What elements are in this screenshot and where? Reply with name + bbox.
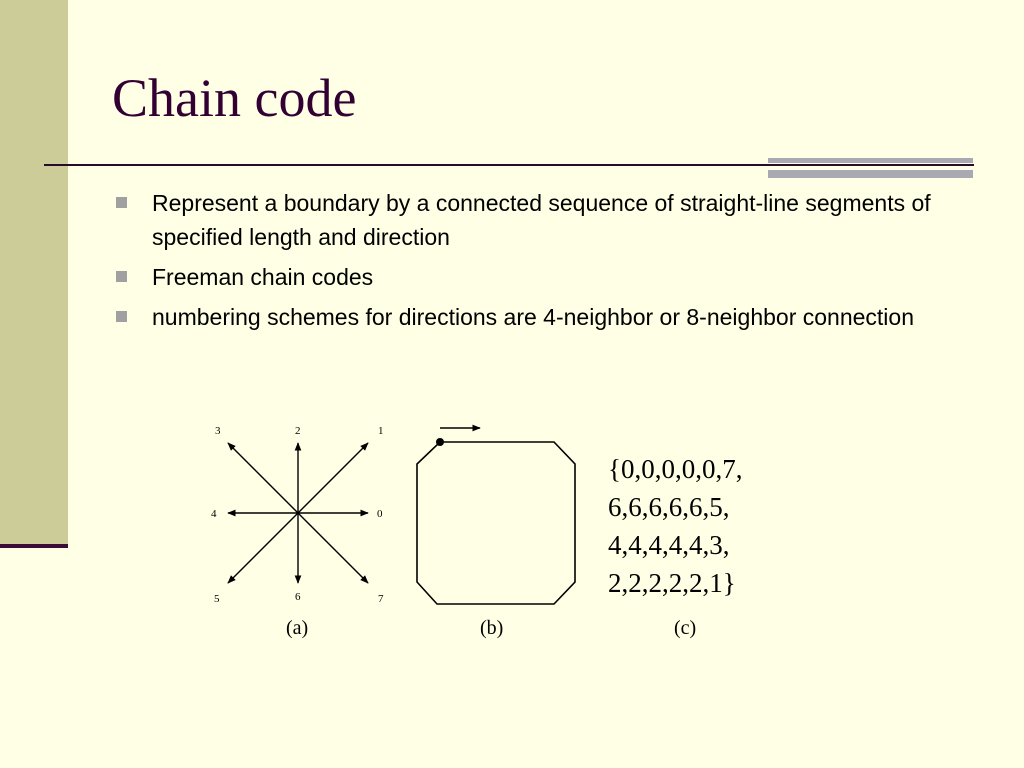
bullet-item: Freeman chain codes [114,260,964,294]
side-band [0,0,68,548]
boundary-diagram [416,424,576,605]
boundary-polygon [416,441,576,605]
slide-title: Chain code [112,68,357,128]
direction-label-3: 3 [215,425,221,437]
bullet-text: Represent a boundary by a connected sequ… [152,190,931,250]
bullet-text: numbering schemes for directions are 4-n… [152,304,914,330]
side-rule [0,544,68,548]
direction-arrow-5 [227,512,299,584]
direction-diagram [227,442,369,584]
bullet-square-icon [116,311,127,322]
bullet-square-icon [116,271,127,282]
bullet-text: Freeman chain codes [152,264,374,290]
caption-b: (b) [480,617,503,639]
title-accent-bar-bottom [768,170,973,178]
code-line: 2,2,2,2,2,1} [608,568,736,598]
direction-label-7: 7 [378,593,384,605]
title-rule [44,164,974,166]
chain-code-figure-svg: 0 1 2 3 4 5 6 7 (a) (b) {0,0,0,0,0,7, 6,… [211,424,742,639]
bullet-list: Represent a boundary by a connected sequ… [114,186,964,340]
direction-arrow-1 [297,442,369,514]
caption-a: (a) [286,617,308,639]
code-line: 6,6,6,6,6,5, [608,492,730,522]
direction-label-5: 5 [214,593,220,605]
chain-code-sequence: {0,0,0,0,0,7, 6,6,6,6,6,5, 4,4,4,4,4,3, … [608,454,742,598]
chain-code-figure: 0 1 2 3 4 5 6 7 (a) (b) {0,0,0,0,0,7, 6,… [200,418,800,650]
direction-label-4: 4 [211,508,217,520]
direction-label-6: 6 [295,591,301,603]
code-line: {0,0,0,0,0,7, [608,454,742,484]
title-accent-bar-top [768,158,973,163]
code-line: 4,4,4,4,4,3, [608,530,730,560]
bullet-item: Represent a boundary by a connected sequ… [114,186,964,254]
direction-label-1: 1 [378,425,384,437]
bullet-square-icon [116,197,127,208]
caption-c: (c) [674,617,696,639]
direction-arrow-3 [227,442,299,514]
start-point [436,438,444,446]
direction-label-0: 0 [377,508,383,520]
direction-arrow-7 [297,512,369,584]
direction-label-2: 2 [295,425,301,437]
bullet-item: numbering schemes for directions are 4-n… [114,300,964,334]
